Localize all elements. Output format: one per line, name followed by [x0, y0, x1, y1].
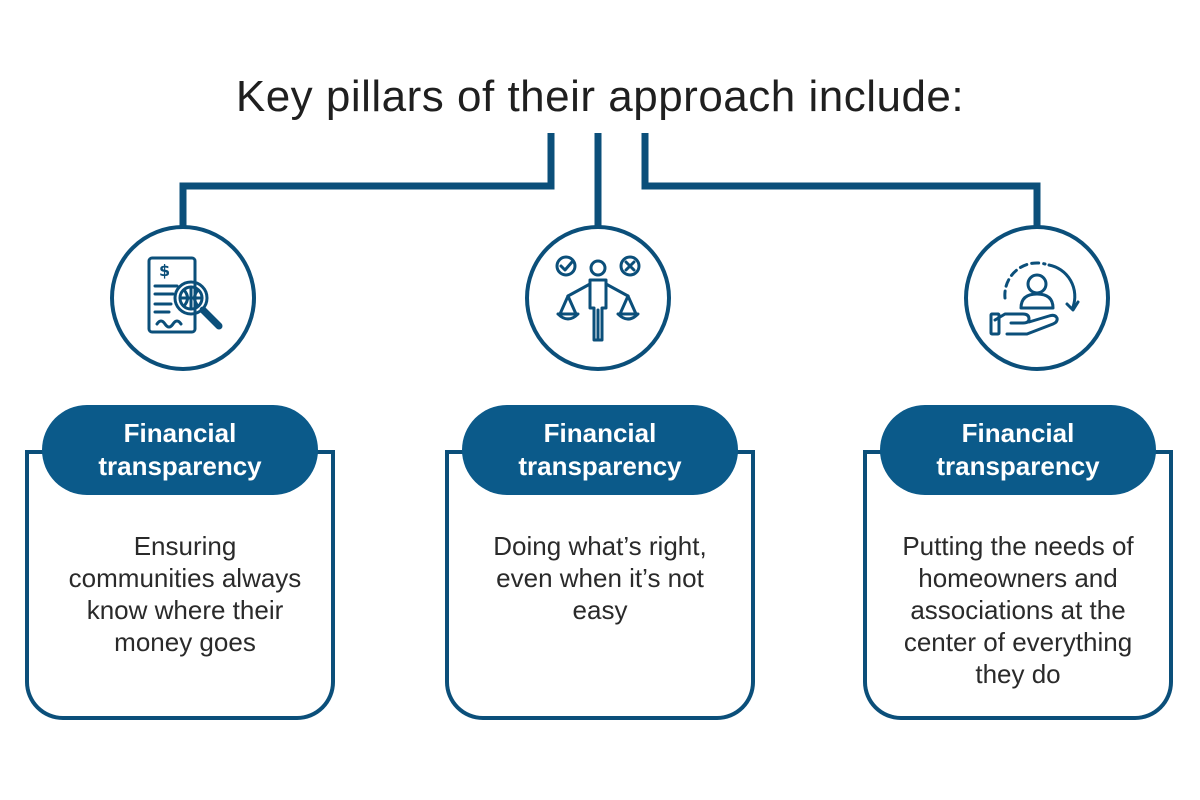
pillar-3-desc-line: center of everything	[903, 627, 1133, 657]
pillar-3-desc-line: homeowners and	[918, 563, 1118, 593]
pillar-3-desc-line: they do	[975, 659, 1061, 689]
pillar-1-desc-line: know where their	[86, 595, 284, 625]
pillar-2-heading-line1: Financial	[543, 418, 657, 448]
pillar-3-icon-circle	[964, 225, 1110, 371]
pillar-2-desc-line: even when it’s not	[496, 563, 704, 593]
pillar-1-desc-line: communities always	[68, 563, 302, 593]
pillar-3-desc-line: associations at the	[910, 595, 1126, 625]
pillar-1-desc-line: money goes	[114, 627, 256, 657]
pillar-3-heading-line2: transparency	[936, 451, 1100, 481]
pillar-1-desc-line: Ensuring	[133, 531, 237, 561]
pillar-1-heading-line1: Financial	[123, 418, 237, 448]
pillar-3-heading: Financial transparency	[880, 405, 1156, 495]
pillar-2-description: Doing what’s right, even when it’s not e…	[445, 530, 755, 626]
pillar-3-card	[863, 450, 1173, 720]
pillar-1-card	[25, 450, 335, 720]
pillar-2-heading-line2: transparency	[518, 451, 682, 481]
person-balance-scale-icon	[555, 255, 641, 342]
page-title: Key pillars of their approach include:	[235, 72, 965, 121]
pillar-1-heading: Financial transparency	[42, 405, 318, 495]
pillar-1-heading-line2: transparency	[98, 451, 262, 481]
financial-document-magnifier-icon: $	[147, 256, 223, 334]
pillar-2-desc-line: Doing what’s right,	[493, 531, 707, 561]
pillar-3-description: Putting the needs of homeowners and asso…	[863, 530, 1173, 690]
pillar-2-heading: Financial transparency	[462, 405, 738, 495]
pillar-2-card	[445, 450, 755, 720]
pillar-3-heading-line1: Financial	[961, 418, 1075, 448]
pillar-2-icon-circle	[525, 225, 671, 371]
pillar-1-description: Ensuring communities always know where t…	[25, 530, 345, 658]
hand-person-cycle-icon	[989, 261, 1080, 336]
pillar-3-desc-line: Putting the needs of	[902, 531, 1134, 561]
pillar-1-icon-circle: $	[110, 225, 256, 371]
svg-text:$: $	[159, 261, 170, 280]
pillar-2-desc-line: easy	[572, 595, 628, 625]
